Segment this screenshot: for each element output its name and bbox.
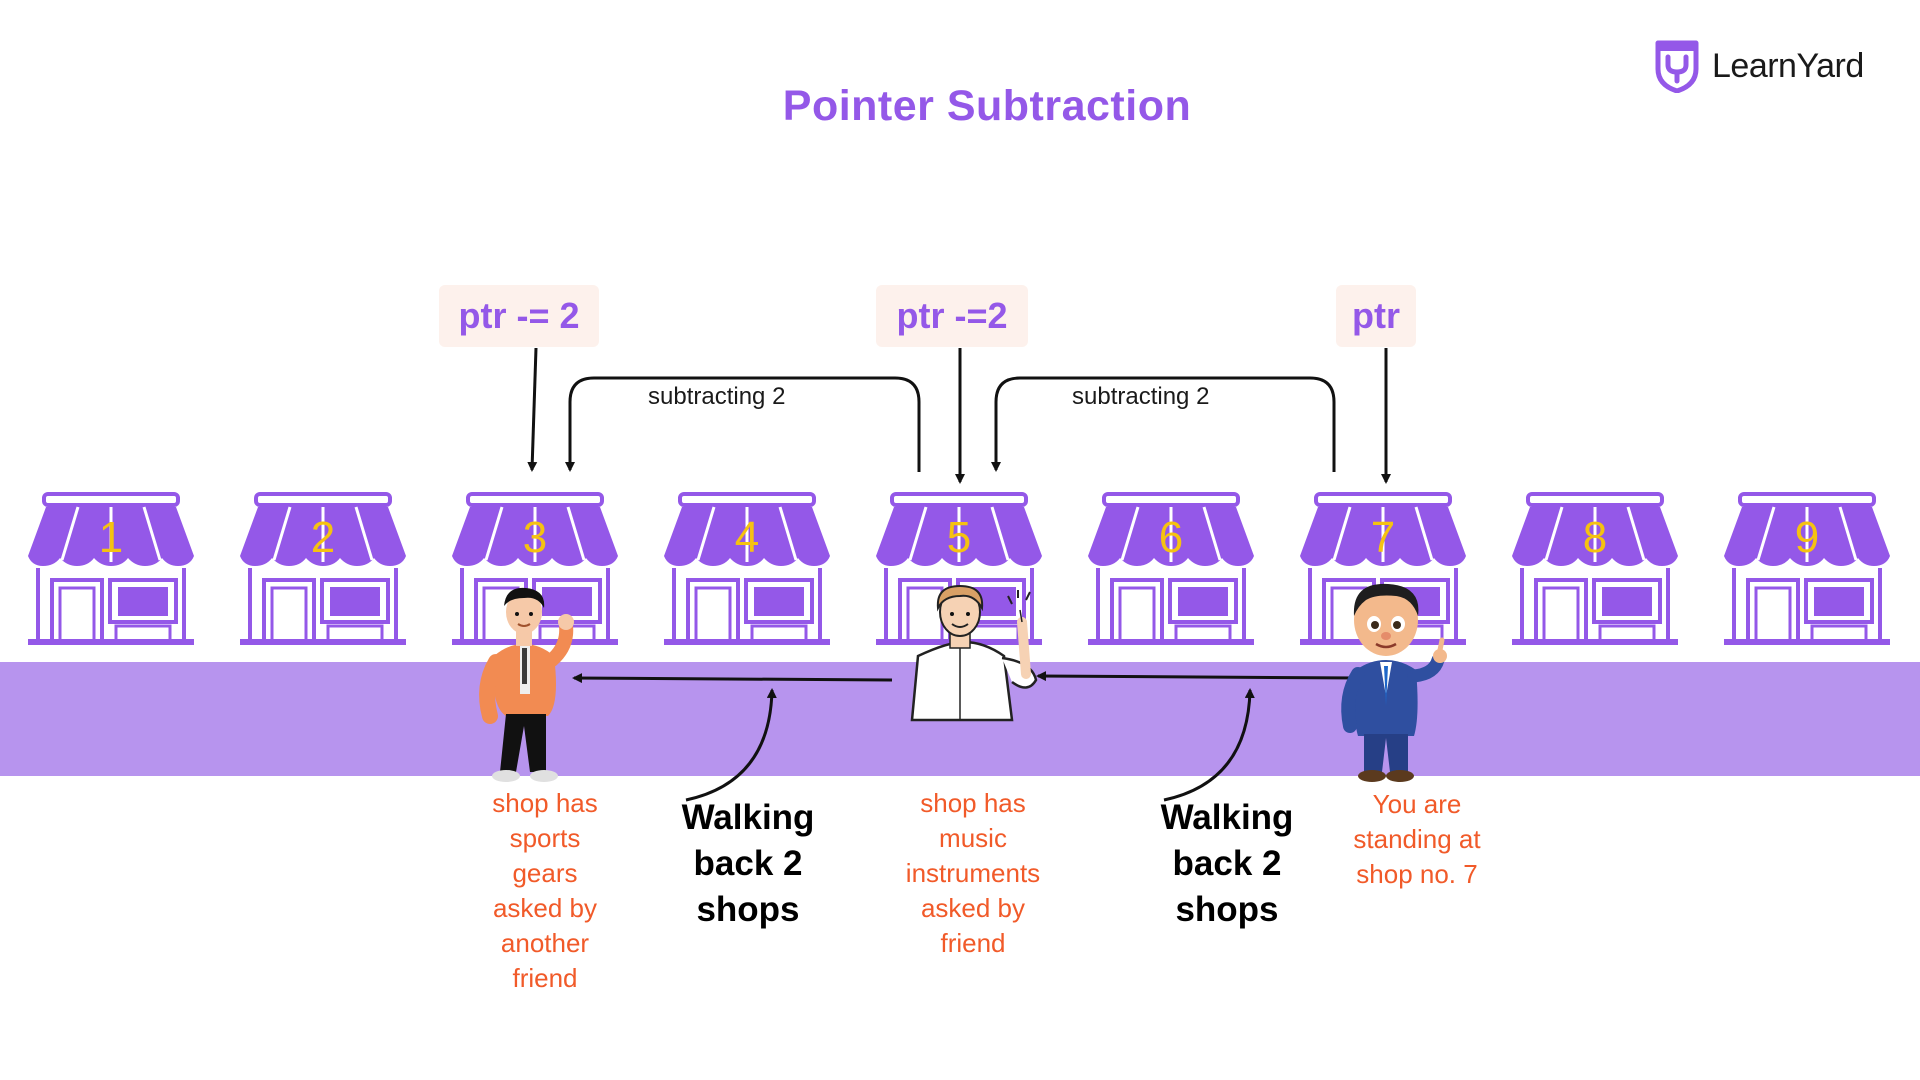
- person-friend-white-shirt: [910, 584, 1038, 722]
- subtracting-label-right: subtracting 2: [1072, 383, 1210, 410]
- shop-number-7: 7: [1371, 513, 1395, 562]
- walking-label-right: Walking back 2 shops: [1160, 798, 1294, 929]
- shop-number-2: 2: [311, 513, 335, 562]
- curve-arrow-left: [685, 688, 777, 802]
- subtract-bracket-left: [565, 376, 921, 472]
- page-title: Pointer Subtraction: [782, 82, 1192, 130]
- shop-number-9: 9: [1795, 513, 1819, 562]
- logo-text: LearnYard: [1712, 46, 1864, 85]
- note-shop-5: shop has music instruments asked by frie…: [905, 788, 1041, 958]
- walk-arrow-right: [1036, 671, 1359, 682]
- curve-arrow-right: [1163, 688, 1255, 802]
- walk-arrow-left: [572, 673, 893, 684]
- subtracting-label-left: subtracting 2: [648, 383, 786, 410]
- note-shop-3: shop has sports gears asked by another f…: [492, 788, 598, 993]
- walking-label-left: Walking back 2 shops: [681, 798, 815, 929]
- shop-number-8: 8: [1583, 513, 1607, 562]
- subtract-bracket-right: [991, 376, 1336, 472]
- pointer-label: ptr -=2: [896, 295, 1008, 336]
- pointer-arrow-shop-3: [527, 347, 538, 472]
- shop-number-3: 3: [523, 513, 547, 562]
- logo: LearnYard: [1654, 38, 1864, 94]
- shield-y-icon: [1655, 40, 1699, 93]
- shop-number-6: 6: [1159, 513, 1183, 562]
- shop-number-4: 4: [735, 513, 759, 562]
- pointer-box-shop-5: ptr -=2: [876, 285, 1028, 347]
- pointer-box-shop-3: ptr -= 2: [439, 285, 599, 347]
- note-shop-7: You are standing at shop no. 7: [1353, 789, 1481, 889]
- person-friend-orange: [479, 587, 574, 782]
- shop-numbers: 1 2 3 4 5 6 7 8 9: [99, 513, 1819, 562]
- shop-number-5: 5: [947, 513, 971, 562]
- shop-number-1: 1: [99, 513, 123, 562]
- pointer-box-shop-7: ptr: [1336, 285, 1416, 347]
- person-you-blue-suit: [1341, 583, 1447, 782]
- pointer-label: ptr -= 2: [458, 295, 580, 336]
- pointer-label: ptr: [1352, 295, 1400, 336]
